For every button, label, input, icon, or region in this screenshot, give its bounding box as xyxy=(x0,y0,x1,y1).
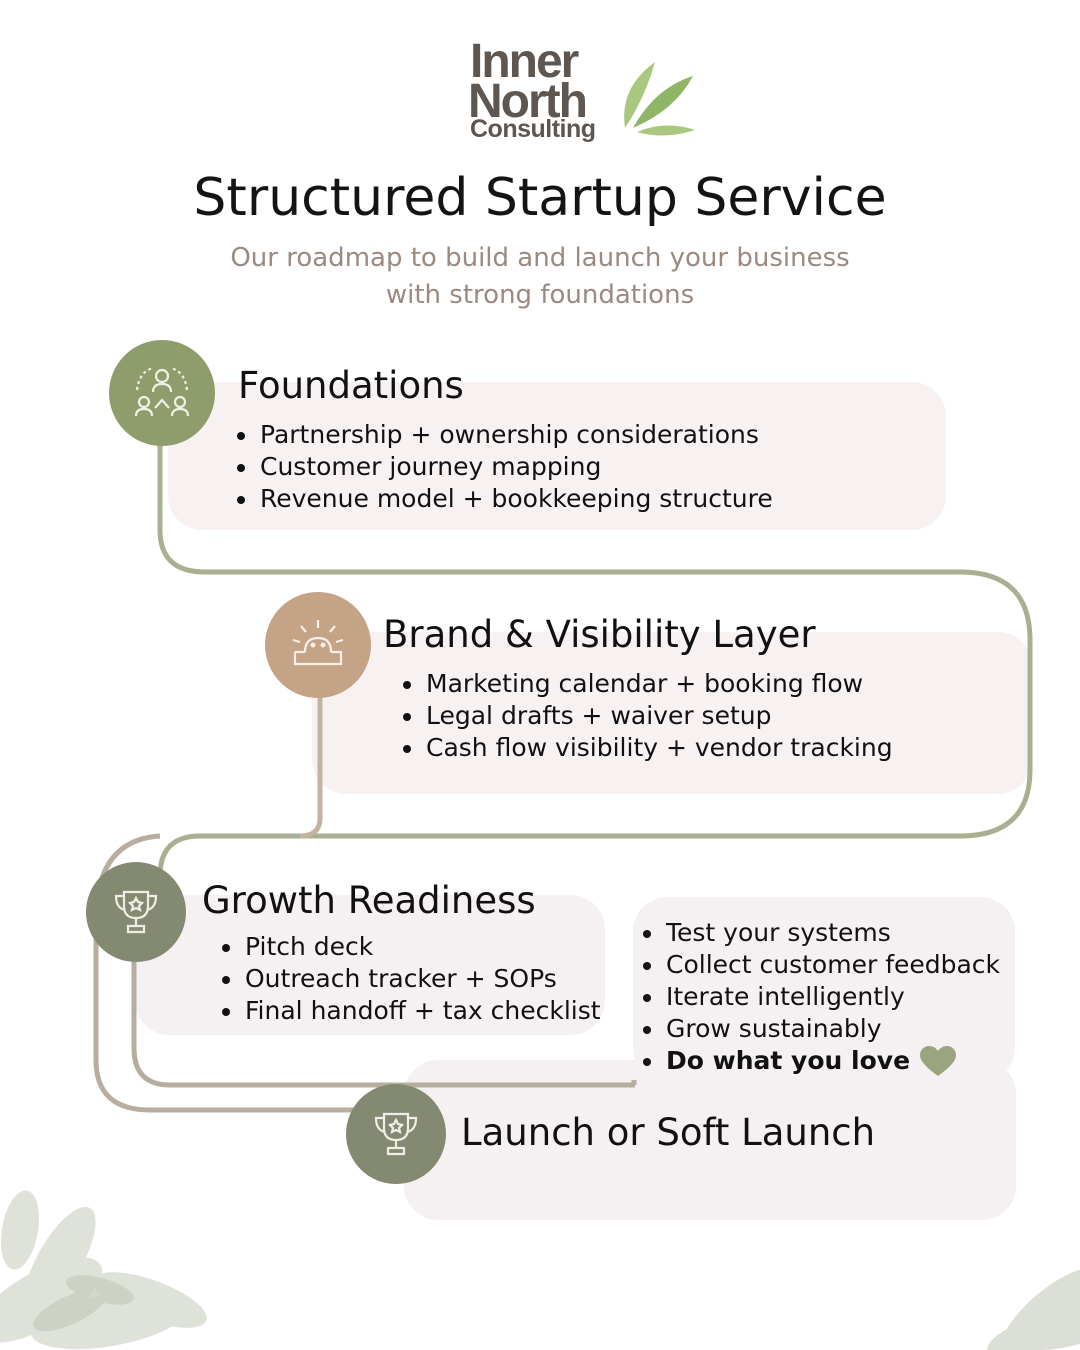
list-item: Partnership + ownership considerations xyxy=(234,419,773,451)
list-item-highlight: Do what you love xyxy=(640,1045,1000,1078)
heart-icon xyxy=(920,1046,956,1078)
launch-badge xyxy=(346,1084,446,1184)
list-item: Revenue model + bookkeeping structure xyxy=(234,483,773,515)
foundations-list: Partnership + ownership considerations C… xyxy=(234,419,773,515)
subtitle-line-2: with strong foundations xyxy=(0,280,1080,310)
list-item: Outreach tracker + SOPs xyxy=(219,963,601,995)
stage-title-growth: Growth Readiness xyxy=(202,879,536,922)
list-item: Cash flow visibility + vendor tracking xyxy=(400,732,893,764)
list-item: Grow sustainably xyxy=(640,1013,1000,1045)
trophy-icon xyxy=(108,884,164,940)
sunrise-icon xyxy=(285,612,351,678)
list-item-text: Do what you love xyxy=(666,1046,910,1075)
brand-badge xyxy=(265,592,371,698)
list-item: Customer journey mapping xyxy=(234,451,773,483)
list-item: Marketing calendar + booking flow xyxy=(400,668,893,700)
trophy-icon xyxy=(368,1106,424,1162)
list-item: Pitch deck xyxy=(219,931,601,963)
brand-list: Marketing calendar + booking flow Legal … xyxy=(400,668,893,764)
stage-title-foundations: Foundations xyxy=(238,364,464,407)
growth-list: Pitch deck Outreach tracker + SOPs Final… xyxy=(219,931,601,1027)
list-item: Collect customer feedback xyxy=(640,949,1000,981)
growth-badge xyxy=(86,862,186,962)
launch-checklist: Test your systems Collect customer feedb… xyxy=(640,917,1000,1078)
team-network-icon xyxy=(129,360,195,426)
stage-title-launch: Launch or Soft Launch xyxy=(461,1111,875,1154)
list-item: Iterate intelligently xyxy=(640,981,1000,1013)
list-item: Final handoff + tax checklist xyxy=(219,995,601,1027)
logo-text-consulting: Consulting xyxy=(470,117,596,142)
page-title: Structured Startup Service xyxy=(0,168,1080,228)
foundations-badge xyxy=(109,340,215,446)
leaf-logo-icon xyxy=(615,58,697,142)
list-item: Legal drafts + waiver setup xyxy=(400,700,893,732)
stage-title-brand: Brand & Visibility Layer xyxy=(383,613,816,656)
subtitle-line-1: Our roadmap to build and launch your bus… xyxy=(0,243,1080,273)
list-item: Test your systems xyxy=(640,917,1000,949)
